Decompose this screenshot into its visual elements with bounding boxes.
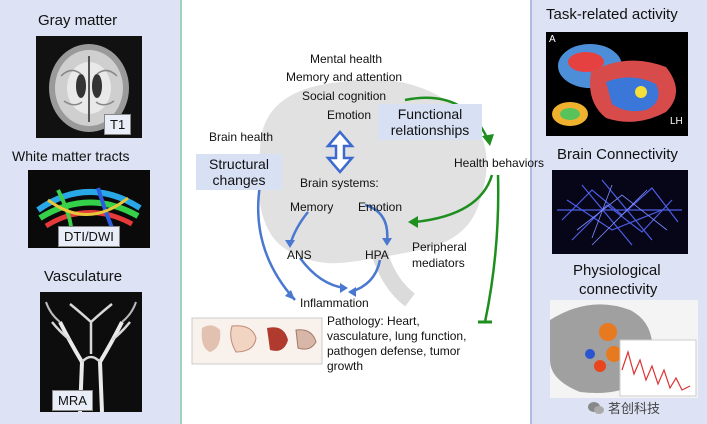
pathology-line-2: vasculature, lung function,	[327, 329, 467, 343]
watermark: 茗创科技	[588, 398, 660, 417]
vasculature-title: Vasculature	[44, 268, 123, 285]
t1-badge: T1	[104, 114, 132, 135]
arrowhead-structural	[285, 290, 295, 300]
inflammation-label: Inflammation	[300, 296, 369, 310]
hpa-label: HPA	[365, 248, 389, 262]
pathology-line-4: growth	[327, 359, 364, 373]
arrowhead-inflammation-right	[348, 287, 356, 297]
mra-vessels-illustration	[45, 301, 137, 412]
memory-label: Memory	[290, 200, 334, 214]
watermark-text: 茗创科技	[608, 401, 661, 416]
physiological-title-1: Physiological	[573, 262, 661, 279]
arrowhead-hpa	[382, 238, 392, 246]
emotion-to-hpa-arrow	[364, 203, 389, 243]
functional-line2: relationships	[390, 122, 470, 138]
brain-connectivity-image	[552, 170, 688, 254]
arrowhead-ans	[285, 240, 295, 248]
health-to-pathology-arrow	[483, 174, 500, 323]
brain-connectivity-title: Brain Connectivity	[557, 146, 678, 163]
panel-corner-lh: LH	[670, 116, 683, 127]
panel-corner-a: A	[549, 34, 556, 45]
physiological-image	[550, 300, 698, 398]
brain-systems-label: Brain systems:	[300, 176, 379, 190]
functional-line1: Functional	[397, 106, 463, 122]
arrowhead-inflammation-left	[340, 283, 348, 293]
structural-arrow	[256, 184, 296, 301]
ans-label: ANS	[287, 248, 312, 262]
outcome-social-cognition: Social cognition	[302, 89, 387, 103]
outcome-emotion: Emotion	[327, 108, 372, 122]
wechat-icon	[588, 401, 604, 414]
white-matter-title: White matter tracts	[12, 148, 130, 164]
structural-line1: Structural	[209, 156, 269, 172]
gray-matter-title: Gray matter	[38, 12, 118, 29]
bidirectional-arrow	[325, 130, 355, 174]
arrowhead-brain	[408, 216, 418, 228]
peripheral-label-2: mediators	[412, 256, 465, 270]
functional-relationships-box: Functional relationships	[378, 104, 482, 140]
organ-strip	[191, 317, 323, 365]
task-activity-title: Task-related activity	[546, 6, 678, 23]
peripheral-label-1: Peripheral	[412, 240, 467, 254]
outcome-memory-attention: Memory and attention	[286, 70, 403, 84]
brain-health-label: Brain health	[209, 130, 274, 144]
mra-badge: MRA	[52, 390, 93, 411]
pathology-line-3: pathogen defense, tumor	[327, 344, 461, 358]
brain-connectivity-illustration	[557, 179, 682, 246]
structural-changes-box: Structural changes	[196, 154, 282, 190]
pathology-line-1: Pathology: Heart,	[327, 314, 420, 328]
physiological-illustration	[550, 304, 697, 397]
task-activity-illustration	[552, 44, 676, 126]
dti-badge: DTI/DWI	[58, 226, 120, 247]
task-activity-image: A LH	[546, 32, 688, 136]
health-to-brain-arrow	[414, 174, 494, 224]
structural-line2: changes	[212, 172, 266, 188]
emotion-label: Emotion	[358, 200, 403, 214]
physiological-title-2: connectivity	[579, 281, 658, 298]
arrowhead-health	[482, 134, 494, 146]
t1-brain-illustration	[49, 44, 129, 132]
health-behaviors-label: Health behaviors	[454, 156, 545, 170]
outcome-mental-health: Mental health	[310, 52, 383, 66]
